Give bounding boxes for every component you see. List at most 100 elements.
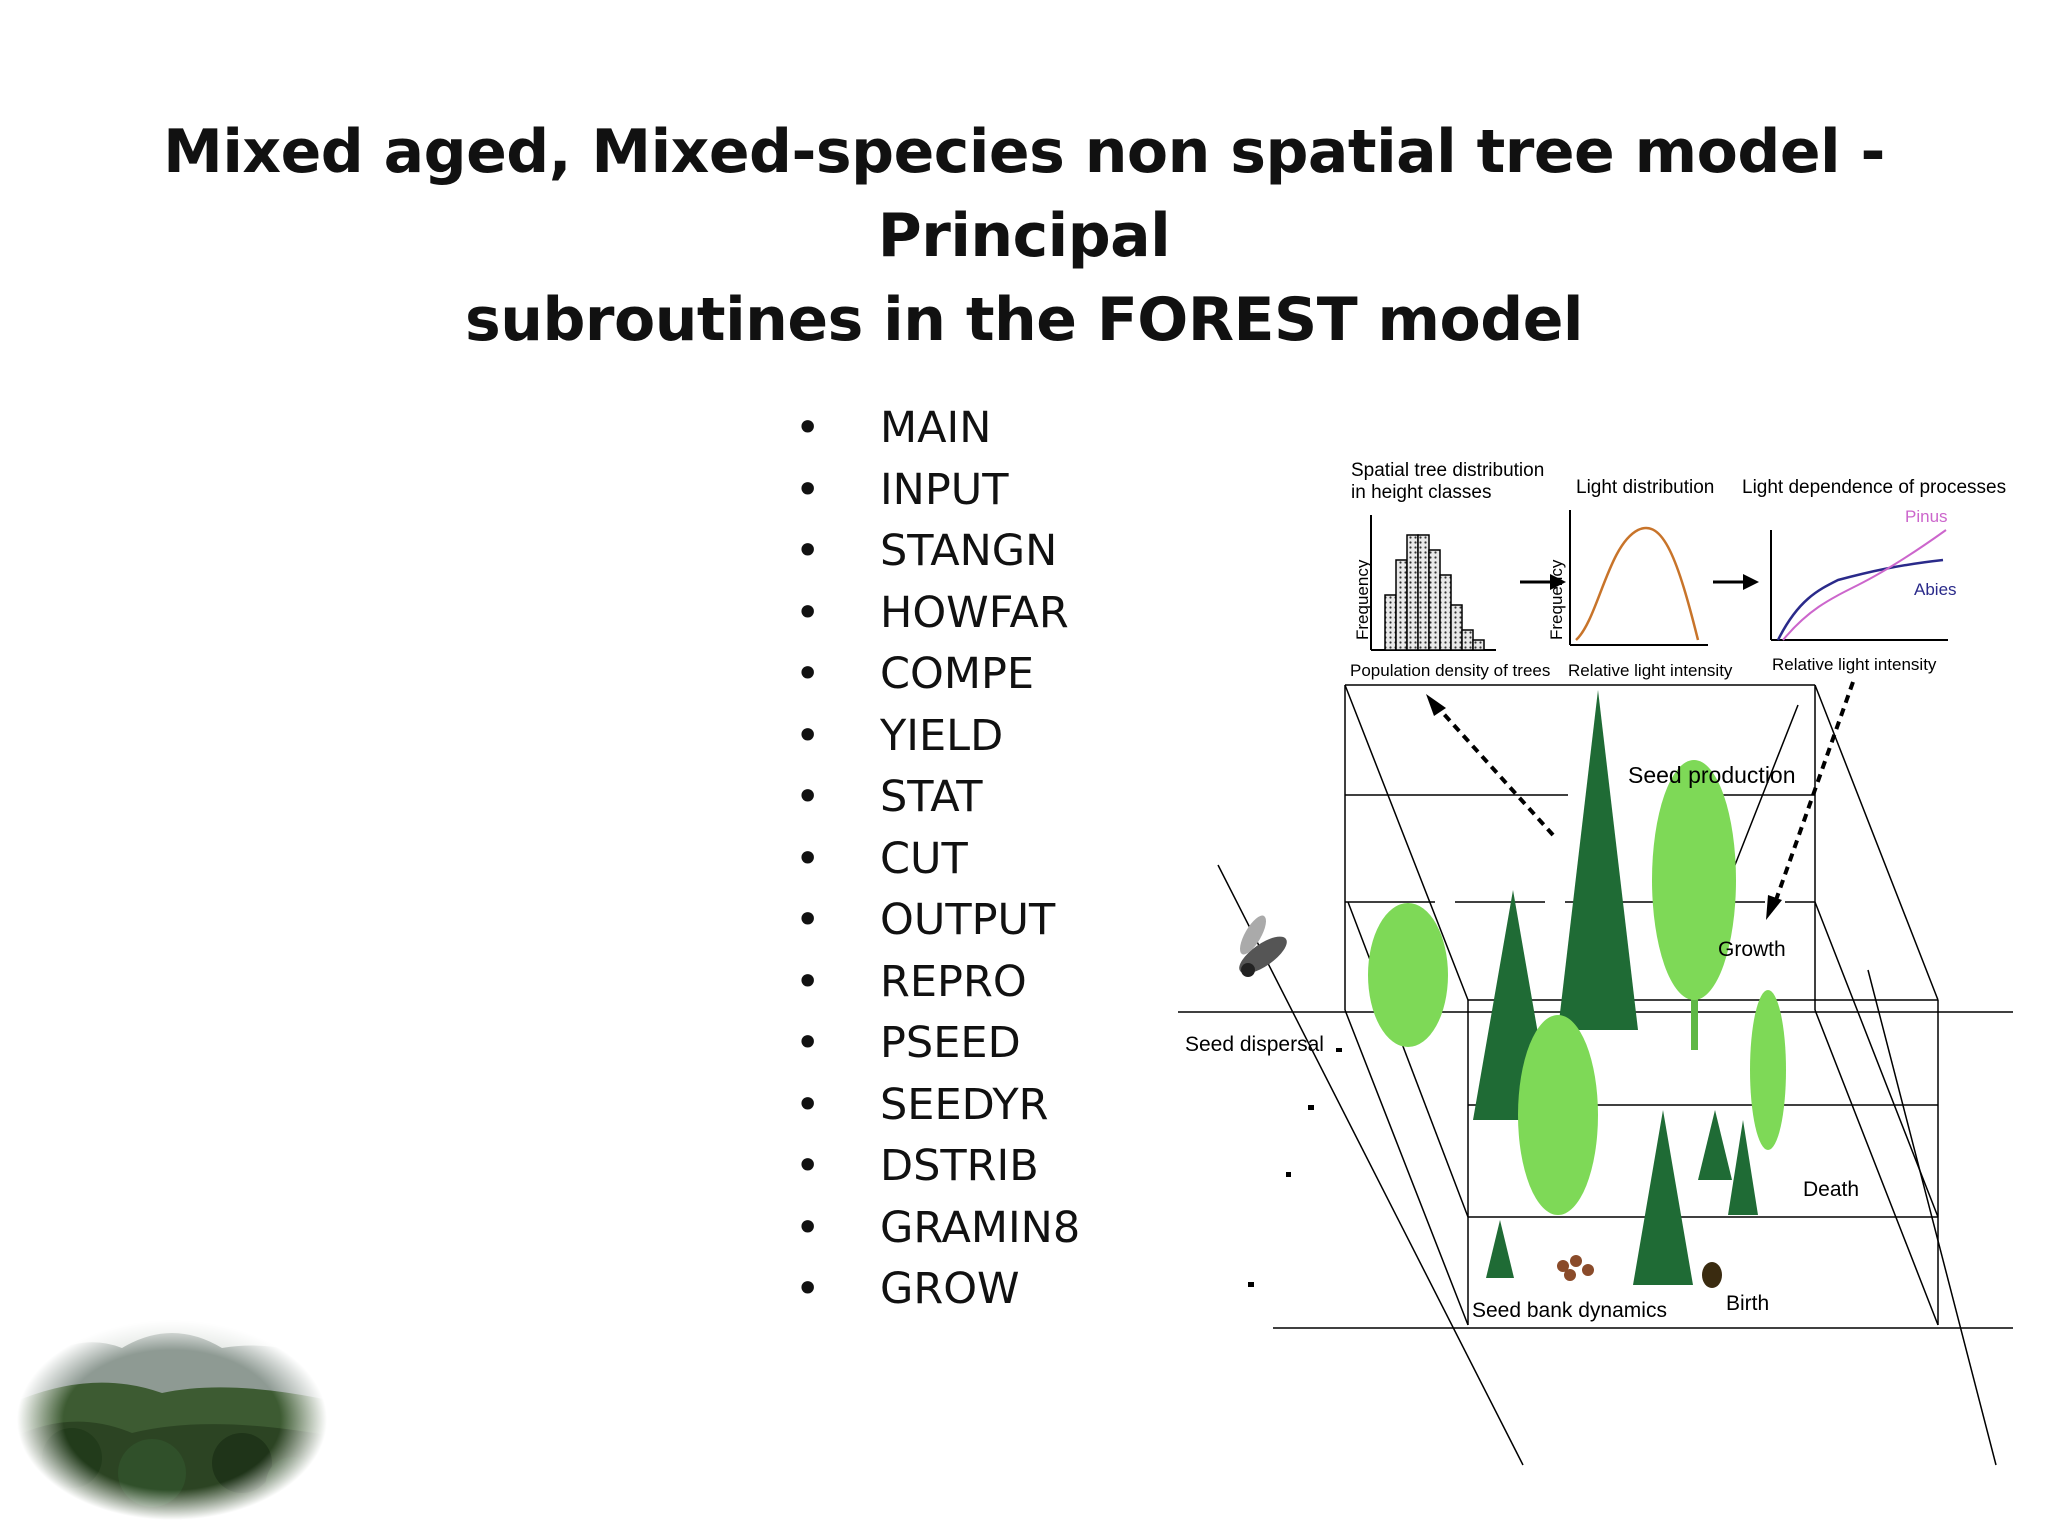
subroutine-name: OUTPUT [880,895,1056,945]
light-distribution-chart: Light distribution Frequency Relative li… [1547,477,1733,680]
dispersed-seeds [1248,1048,1342,1287]
histogram-bar [1461,629,1474,651]
light-curve [1575,526,1700,641]
list-item: • MAIN [795,398,1080,460]
arrow-right-icon [1713,574,1759,590]
birth-label: Birth [1726,1292,1769,1315]
bullet-icon: • [795,1079,821,1130]
list-item: • GROW [795,1259,1080,1321]
bullet-icon: • [795,772,821,822]
forest-hills-photo [12,1308,342,1528]
subroutine-name: STANGN [880,526,1058,576]
conifer-tree-tall [1558,690,1638,1030]
subroutine-name: HOWFAR [880,587,1069,638]
bullet-icon: • [795,710,821,761]
tree-illustrations [1368,690,1786,1288]
height-class-histogram: Spatial tree distribution in height clas… [1350,460,1550,680]
growth-label: Growth [1718,938,1786,961]
list-item: • STANGN [795,521,1080,583]
bullet-icon: • [795,526,821,576]
seed-dispersal-label: Seed dispersal [1185,1033,1324,1056]
subroutine-name: MAIN [880,403,992,453]
histogram-bar [1384,594,1397,651]
list-item: • STAT [795,767,1080,829]
panel1-title-line2: in height classes [1351,482,1491,503]
light-dependence-chart: Light dependence of processes Pinus Abie… [1742,477,2006,674]
list-item: • REPRO [795,952,1080,1014]
title-line-2: subroutines in the FOREST model [465,285,1583,355]
subroutine-name: GROW [880,1264,1020,1314]
arrow-right-icon [1520,574,1566,590]
bullet-icon: • [795,587,821,638]
panel1-x-label: Population density of trees [1350,661,1550,680]
broadleaf-tree [1518,1015,1598,1215]
panel2-title: Light distribution [1576,477,1714,498]
subroutine-name: SEEDYR [880,1079,1049,1130]
bullet-icon: • [795,403,821,453]
abies-label: Abies [1914,580,1957,599]
subroutine-name: CUT [880,833,968,884]
conifer-tree [1633,1110,1693,1285]
slide-title: Mixed aged, Mixed-species non spatial tr… [60,110,1988,362]
list-item: • SEEDYR [795,1075,1080,1137]
histogram-bar [1395,559,1408,651]
list-item: • DSTRIB [795,1136,1080,1198]
pinus-line [1782,529,1947,641]
panel3-x-label: Relative light intensity [1772,655,1937,674]
bullet-icon: • [795,1018,821,1068]
list-item: • HOWFAR [795,583,1080,645]
broadleaf-tree [1750,990,1786,1150]
panel2-y-label: Frequency [1547,559,1566,640]
seedling-icon [1702,1262,1722,1288]
forest-model-diagram: Spatial tree distribution in height clas… [1178,460,2013,1466]
broadleaf-tree [1368,903,1448,1047]
subroutine-name: STAT [880,772,983,822]
subroutine-name: COMPE [880,649,1035,699]
subroutine-name: YIELD [880,710,1004,761]
bullet-icon: • [795,1264,821,1314]
list-item: • PSEED [795,1013,1080,1075]
panel1-y-label: Frequency [1353,559,1372,640]
list-item: • CUT [795,829,1080,891]
abies-line [1776,558,1944,641]
sapling [1486,1220,1514,1278]
seed-icon [1557,1255,1594,1281]
list-item: • GRAMIN8 [795,1198,1080,1260]
bullet-icon: • [795,649,821,699]
seed-bank-label: Seed bank dynamics [1472,1299,1667,1322]
histogram-bar [1439,574,1452,651]
subroutine-name: GRAMIN8 [880,1202,1081,1253]
histogram-bar [1428,549,1441,651]
histogram-bar [1472,639,1485,651]
bullet-icon: • [795,1202,821,1253]
subroutine-name: DSTRIB [880,1141,1039,1191]
subroutine-name: PSEED [880,1018,1021,1068]
bullet-icon: • [795,464,821,515]
list-item: • COMPE [795,644,1080,706]
list-item: • YIELD [795,706,1080,768]
dashed-arrow-down-icon [1766,681,1855,920]
dashed-arrow-up-icon [1426,694,1555,837]
bullet-icon: • [795,956,821,1007]
list-item: • OUTPUT [795,890,1080,952]
seed-production-label: Seed production [1628,762,1796,788]
list-item: • INPUT [795,460,1080,522]
insect-icon [1239,915,1287,977]
bullet-icon: • [795,833,821,884]
forest-layer-frame [1178,684,2013,1466]
histogram-bar [1450,604,1463,651]
subroutine-name: INPUT [880,464,1009,515]
conifer-tree-small [1698,1110,1758,1215]
panel2-x-label: Relative light intensity [1568,661,1733,680]
histogram-bar [1406,534,1419,651]
histogram-bar [1417,534,1430,651]
pinus-label: Pinus [1905,507,1948,526]
panel1-title-line1: Spatial tree distribution [1351,460,1544,481]
subroutine-list: • MAIN • INPUT • STANGN • HOWFAR • COMPE • YIE… [795,398,1080,1321]
bullet-icon: • [795,1141,821,1191]
subroutine-name: REPRO [880,956,1027,1007]
bullet-icon: • [795,895,821,945]
broadleaf-tree [1652,760,1736,1050]
title-line-1: Mixed aged, Mixed-species non spatial tr… [163,117,1885,271]
death-label: Death [1803,1178,1859,1201]
